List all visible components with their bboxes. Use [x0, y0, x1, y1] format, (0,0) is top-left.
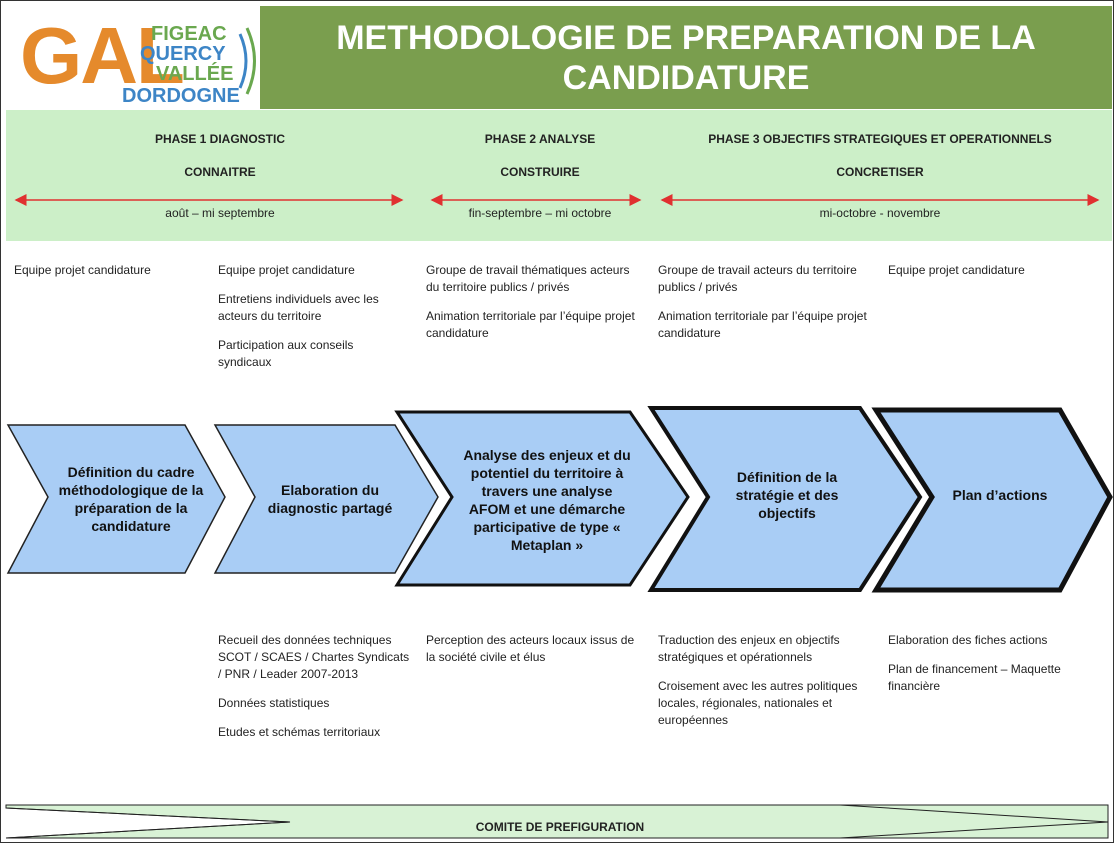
phase-2-verb: CONSTRUIRE — [500, 165, 580, 179]
phase-3-verb: CONCRETISER — [836, 165, 924, 179]
footer-arrow-tail-bottom — [5, 821, 291, 839]
top-text-col-1: Equipe projet candidature — [14, 262, 204, 291]
bottom-text-item: Plan de financement – Maquette financièr… — [888, 662, 1061, 693]
phase-1-title: PHASE 1 DIAGNOSTIC — [154, 132, 286, 146]
top-text-col-3: Groupe de travail thématiques acteurs du… — [426, 262, 636, 354]
top-text-col-2: Equipe projet candidature Entretiens ind… — [218, 262, 408, 383]
top-text-item: Groupe de travail thématiques acteurs du… — [426, 263, 630, 294]
bottom-text-item: Données statistiques — [218, 696, 330, 710]
step-2-label: Elaboration du diagnostic partagé — [267, 482, 393, 516]
step-1-label: Définition du cadre méthodologique de la… — [58, 464, 204, 534]
bottom-text-item: Perception des acteurs locaux issus de l… — [426, 633, 635, 664]
logo-arcs-icon — [238, 27, 256, 95]
phase-band — [6, 110, 1112, 241]
logo-line-dordogne: DORDOGNE — [122, 85, 240, 107]
bottom-text-col-5: Elaboration des fiches actions Plan de f… — [888, 632, 1098, 707]
top-text-col-5: Equipe projet candidature — [888, 262, 1098, 291]
step-2-chevron — [213, 424, 439, 574]
bottom-text-item: Traduction des enjeux en objectifs strat… — [658, 633, 840, 664]
logo-gal-text: GAL — [20, 11, 185, 100]
top-text-item: Equipe projet candidature — [888, 263, 1025, 277]
logo-line-vallee: VALLÉE — [156, 63, 234, 85]
bottom-text-col-4: Traduction des enjeux en objectifs strat… — [658, 632, 868, 741]
bottom-text-item: Elaboration des fiches actions — [888, 633, 1048, 647]
step-4-label: Définition de la stratégie et des object… — [735, 469, 839, 521]
bottom-text-col-3: Perception des acteurs locaux issus de l… — [426, 632, 641, 678]
bottom-text-col-2: Recueil des données techniques SCOT / SC… — [218, 632, 413, 753]
top-text-item: Equipe projet candidature — [218, 263, 355, 277]
step-3-chevron — [394, 410, 690, 587]
logo-line-quercy: QUERCY — [140, 43, 226, 65]
footer-arrow-head-bottom — [839, 821, 1109, 839]
phase-2-title: PHASE 2 ANALYSE — [484, 132, 596, 146]
top-text-item: Entretiens individuels avec les acteurs … — [218, 292, 379, 323]
step-4-chevron — [647, 406, 923, 592]
footer-label: COMITE DE PREFIGURATION — [475, 820, 645, 834]
footer-arrow-head-top — [839, 804, 1109, 823]
phase-2-dates: fin-septembre – mi octobre — [468, 206, 612, 220]
top-text-col-4: Groupe de travail acteurs du territoire … — [658, 262, 878, 354]
footer-arrow-tail-top — [5, 807, 291, 823]
top-text-item: Animation territoriale par l’équipe proj… — [658, 309, 867, 340]
phase-3-title: PHASE 3 OBJECTIFS STRATEGIQUES ET OPERAT… — [708, 132, 1052, 146]
phase-1-dates: août – mi septembre — [165, 206, 275, 220]
top-text-item: Equipe projet candidature — [14, 263, 151, 277]
phase-1-verb: CONNAITRE — [184, 165, 256, 179]
phase-3-dates: mi-octobre - novembre — [819, 206, 941, 220]
bottom-text-item: Recueil des données techniques SCOT / SC… — [218, 633, 410, 681]
bottom-text-item: Croisement avec les autres politiques lo… — [658, 679, 858, 727]
logo-line-figeac: FIGEAC — [151, 23, 227, 45]
step-5-label: Plan d’actions — [952, 487, 1048, 503]
gal-logo: GAL FIGEAC QUERCY VALLÉE DORDOGNE — [6, 6, 260, 109]
top-text-item: Participation aux conseils syndicaux — [218, 338, 354, 369]
page-title: METHODOLOGIE DE PREPARATION DE LA CANDID… — [336, 19, 1036, 97]
top-text-item: Animation territoriale par l’équipe proj… — [426, 309, 635, 340]
title-banner: METHODOLOGIE DE PREPARATION DE LA CANDID… — [260, 6, 1112, 109]
bottom-text-item: Etudes et schémas territoriaux — [218, 725, 381, 739]
step-5-chevron — [871, 407, 1113, 593]
top-text-item: Groupe de travail acteurs du territoire … — [658, 263, 857, 294]
step-3-label: Analyse des enjeux et du potentiel du te… — [463, 447, 631, 553]
step-1-chevron — [6, 424, 226, 574]
